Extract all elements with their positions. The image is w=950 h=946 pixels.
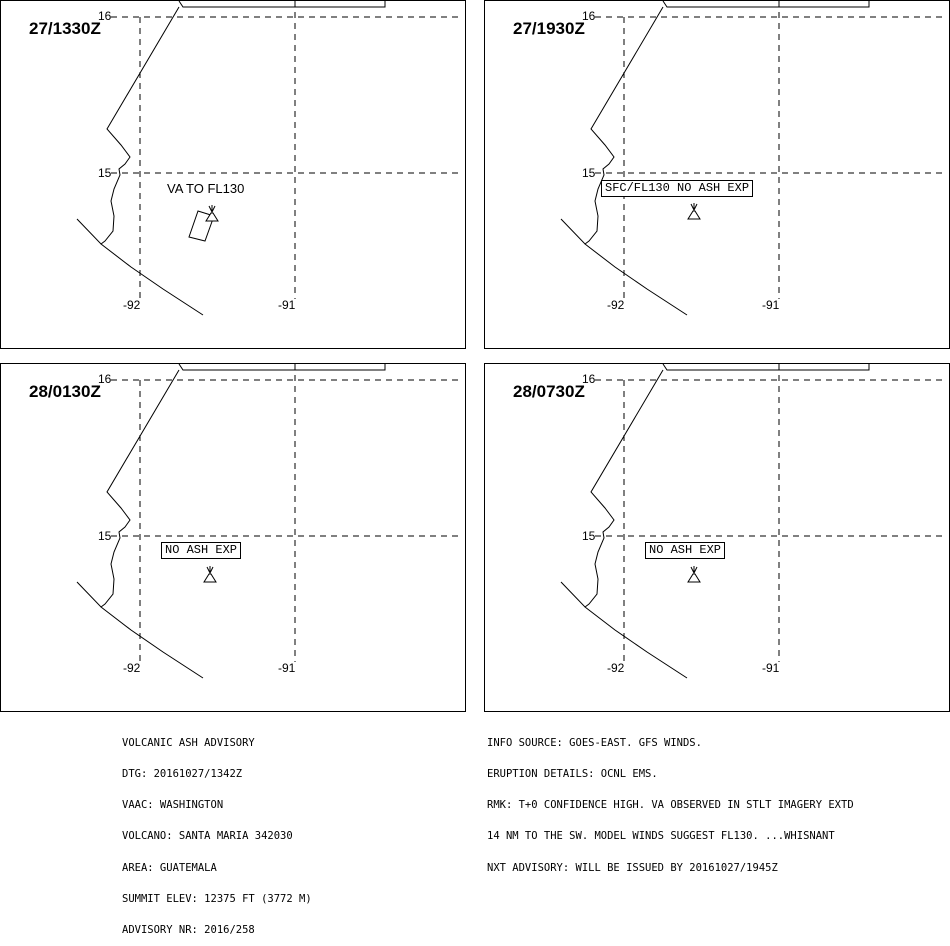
lon-tick-92: -92 [123, 298, 141, 312]
volcano-icon [687, 203, 701, 220]
panel-time: 27/1930Z [513, 19, 585, 38]
advisory-line: ADVISORY NR: 2016/258 [122, 924, 255, 937]
advisory-line: ERUPTION DETAILS: OCNL EMS. [487, 768, 658, 781]
lat-tick-16: 16 [98, 9, 112, 23]
map-graphic [76, 364, 463, 679]
coastline-south [584, 606, 688, 679]
lat-tick-15: 15 [582, 529, 596, 543]
lat-tick-16: 16 [582, 9, 596, 23]
map-graphic [560, 1, 947, 316]
advisory-line: NXT ADVISORY: WILL BE ISSUED BY 20161027… [487, 861, 778, 874]
map-panel-2: 27/1930Z 16 15 -92 -91 SFC/FL130 NO ASH … [484, 0, 950, 349]
coastline-south [100, 606, 204, 679]
lat-tick-16: 16 [98, 372, 112, 386]
map-panel-3: 28/0130Z 16 15 -92 -91 NO ASH EXP [0, 363, 466, 712]
lon-tick-91: -91 [762, 661, 780, 675]
border-line [662, 364, 870, 371]
coastline-south [100, 243, 204, 316]
lon-tick-92: -92 [607, 661, 625, 675]
advisory-line: 14 NM TO THE SW. MODEL WINDS SUGGEST FL1… [487, 830, 835, 843]
lat-tick-15: 15 [98, 529, 112, 543]
volcano-icon [203, 566, 217, 583]
lat-tick-15: 15 [582, 166, 596, 180]
panel-time: 28/0730Z [513, 382, 585, 401]
advisory-line: AREA: GUATEMALA [122, 861, 217, 874]
lon-tick-91: -91 [762, 298, 780, 312]
advisory-line: DTG: 20161027/1342Z [122, 768, 243, 781]
advisory-line: SUMMIT ELEV: 12375 FT (3772 M) [122, 892, 312, 905]
coastline [560, 369, 664, 608]
coastline [560, 6, 664, 245]
advisory-line: RMK: T+0 CONFIDENCE HIGH. VA OBSERVED IN… [487, 799, 854, 812]
volcano-icon [205, 205, 219, 222]
ash-label: VA TO FL130 [167, 181, 245, 196]
ash-label: NO ASH EXP [161, 542, 242, 559]
border-line [662, 1, 870, 8]
lat-tick-16: 16 [582, 372, 596, 386]
map-graphic [560, 364, 947, 679]
advisory-line: VAAC: WASHINGTON [122, 799, 224, 812]
lon-tick-91: -91 [278, 298, 296, 312]
border-line [178, 1, 386, 8]
volcano-icon [687, 566, 701, 583]
map-panel-4: 28/0730Z 16 15 -92 -91 NO ASH EXP [484, 363, 950, 712]
coastline [76, 369, 180, 608]
lon-tick-92: -92 [607, 298, 625, 312]
lat-tick-15: 15 [98, 166, 112, 180]
advisory-left-block: VOLCANIC ASH ADVISORY DTG: 20161027/1342… [122, 717, 312, 946]
advisory-line: VOLCANIC ASH ADVISORY [122, 736, 255, 749]
coastline-south [584, 243, 688, 316]
panel-time: 28/0130Z [29, 382, 101, 401]
map-panel-1: 27/1330Z 16 15 -92 -91 VA TO FL130 [0, 0, 466, 349]
coastline [76, 6, 180, 245]
advisory-line: INFO SOURCE: GOES-EAST. GFS WINDS. [487, 736, 702, 749]
advisory-right-block: INFO SOURCE: GOES-EAST. GFS WINDS. ERUPT… [487, 717, 854, 884]
border-line [178, 364, 386, 371]
lon-tick-91: -91 [278, 661, 296, 675]
panel-time: 27/1330Z [29, 19, 101, 38]
map-graphic [76, 1, 463, 316]
ash-label: SFC/FL130 NO ASH EXP [601, 180, 754, 197]
ash-label: NO ASH EXP [645, 542, 726, 559]
advisory-line: VOLCANO: SANTA MARIA 342030 [122, 830, 293, 843]
lon-tick-92: -92 [123, 661, 141, 675]
